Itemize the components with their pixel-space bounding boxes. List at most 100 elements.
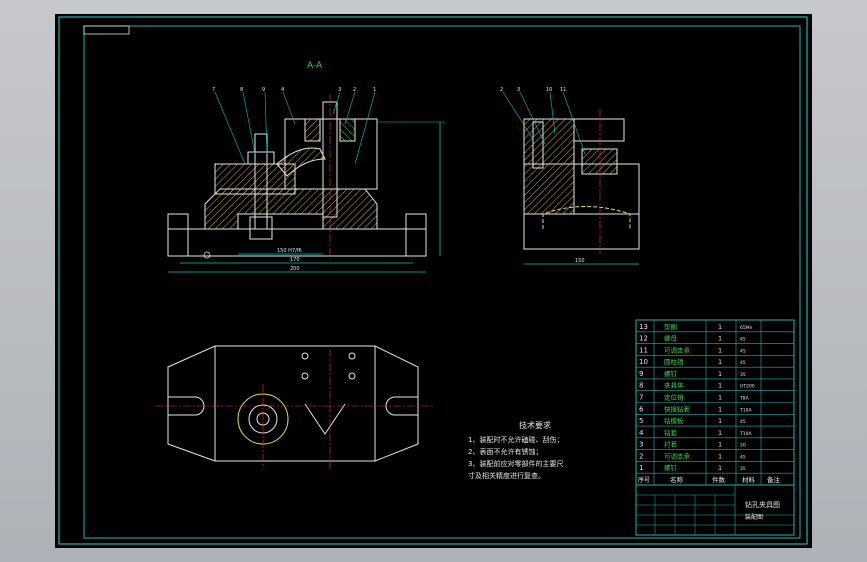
bom-cell-name: 夹具体 <box>664 381 684 390</box>
bom-header-material: 材料 <box>742 475 756 484</box>
bom-cell-name: 垫圈 <box>664 322 677 331</box>
bom-cell-no: 8 <box>639 382 643 390</box>
top-view <box>155 345 433 469</box>
bom-cell-material: 20 <box>740 443 746 449</box>
top-outline <box>167 345 419 462</box>
bom-cell-material: 35 <box>740 466 746 472</box>
side-support <box>581 148 618 175</box>
side-top-plate <box>573 118 625 142</box>
top-hole-2 <box>348 352 356 360</box>
top-hole-4 <box>348 372 356 380</box>
side-leader-10: 10 <box>546 87 552 93</box>
top-hole-3 <box>301 372 309 380</box>
side-leader-11: 11 <box>560 87 566 93</box>
bom-cell-no: 5 <box>639 417 643 425</box>
bom-cell-no: 4 <box>639 429 644 437</box>
bom-cell-no: 9 <box>639 370 643 378</box>
front-base-flange-left <box>167 213 189 257</box>
tech-req-line-3: 3、装配前应对零部件的主要尺 <box>468 459 563 468</box>
front-upper-hatch-left <box>304 118 321 142</box>
top-v-block <box>304 403 346 435</box>
tech-requirements: 技术要求 1、装配时不允许磕碰、刮伤； 2、表面不允许有锈蚀； 3、装配前应对零… <box>468 420 563 480</box>
tech-req-line-1: 1、装配时不允许磕碰、刮伤； <box>468 435 563 444</box>
front-arm <box>276 147 326 177</box>
bom-cell-qty: 1 <box>718 394 722 402</box>
bom-cell-material: 35 <box>740 372 746 378</box>
bom-cell-no: 2 <box>639 452 643 460</box>
bom-cell-qty: 1 <box>718 441 722 449</box>
side-leader-2: 2 <box>500 87 503 93</box>
drawing-sub-name: 装配图 <box>745 513 763 521</box>
bom-cell-name: 钻套 <box>664 428 678 437</box>
side-leaders <box>502 91 586 155</box>
bom-cell-name: 可调支承 <box>664 451 691 460</box>
bom-cell-name: 可调支承 <box>664 345 691 354</box>
bom-cell-name: 定位销 <box>664 393 684 402</box>
bom-cell-no: 11 <box>639 346 648 354</box>
side-dim-150-label: 150 <box>575 258 585 264</box>
bom-cell-name: 衬套 <box>664 440 678 449</box>
front-body-center-void <box>237 213 324 230</box>
front-base-flange-right <box>405 213 427 257</box>
bom-cell-name: 钻模板 <box>664 416 684 425</box>
bom-cell-name: 螺钉 <box>664 369 678 378</box>
front-left-nut <box>247 151 275 165</box>
drawing-name: 钻孔夹具图 <box>745 500 780 509</box>
bom-cell-qty: 1 <box>718 358 722 366</box>
cad-viewport[interactable]: A-A <box>55 14 812 548</box>
bom-cell-material: 45 <box>740 419 746 425</box>
corner-label-box <box>83 25 130 35</box>
bom-cell-qty: 1 <box>718 382 722 390</box>
bom-cell-qty: 1 <box>718 452 722 460</box>
bom-cell-no: 10 <box>639 358 648 366</box>
bom-cell-qty: 1 <box>718 464 722 472</box>
side-view: 150 2 3 10 11 <box>500 87 640 265</box>
bom-cell-material: 45 <box>740 348 746 354</box>
sheet-border-outer <box>58 16 808 545</box>
bom-cell-qty: 1 <box>718 417 722 425</box>
bom-cell-no: 13 <box>639 323 648 331</box>
bom-header-no: 序号 <box>638 476 650 484</box>
front-leader-4: 4 <box>281 87 284 93</box>
front-dim-170-label: 170 <box>290 257 300 263</box>
bom-cell-qty: 1 <box>718 335 722 343</box>
front-leader-9: 9 <box>262 87 265 93</box>
front-upper-block <box>284 118 378 190</box>
sheet-border-inner <box>83 25 801 539</box>
section-label: A-A <box>307 61 323 71</box>
side-stud <box>532 121 544 169</box>
bom-header-qty: 件数 <box>712 475 726 484</box>
bom-cell-name: 螺母 <box>664 334 678 343</box>
bom-cell-material: 45 <box>740 360 746 366</box>
bom-cell-name: 螺钉 <box>664 463 678 472</box>
bom-cell-no: 7 <box>639 394 643 402</box>
bom-cell-material: T10A <box>739 431 752 437</box>
bom-cell-material: 65Mn <box>740 325 753 331</box>
top-hole-1 <box>301 352 309 360</box>
bom-cell-qty: 1 <box>718 429 722 437</box>
tech-req-line-4: 寸及相关精度进行复查。 <box>468 471 545 480</box>
front-leader-8: 8 <box>240 87 243 93</box>
front-leader-3: 3 <box>338 87 341 93</box>
bom-cell-material: T8A <box>739 396 750 402</box>
front-leader-2: 2 <box>353 87 356 93</box>
bom-cell-qty: 1 <box>718 346 722 354</box>
tech-req-line-2: 2、表面不允许有锈蚀； <box>468 447 542 456</box>
front-leaders <box>214 91 376 165</box>
bom-header-name: 名称 <box>670 475 684 484</box>
front-leader-7: 7 <box>212 87 215 93</box>
bom-cell-no: 6 <box>639 405 644 413</box>
front-dim-200-label: 200 <box>290 266 300 272</box>
bom-cell-material: 45 <box>740 454 746 460</box>
tech-req-title: 技术要求 <box>519 420 551 430</box>
front-lower-nut <box>249 216 273 240</box>
side-leader-3: 3 <box>517 87 520 93</box>
side-column <box>523 118 575 215</box>
bom-cell-qty: 1 <box>718 323 722 331</box>
bom-header-remark: 备注 <box>767 475 781 484</box>
title-block: 钻孔夹具图 装配图 <box>635 484 795 536</box>
front-upper-hatch-right <box>339 118 356 142</box>
side-base <box>523 213 640 250</box>
